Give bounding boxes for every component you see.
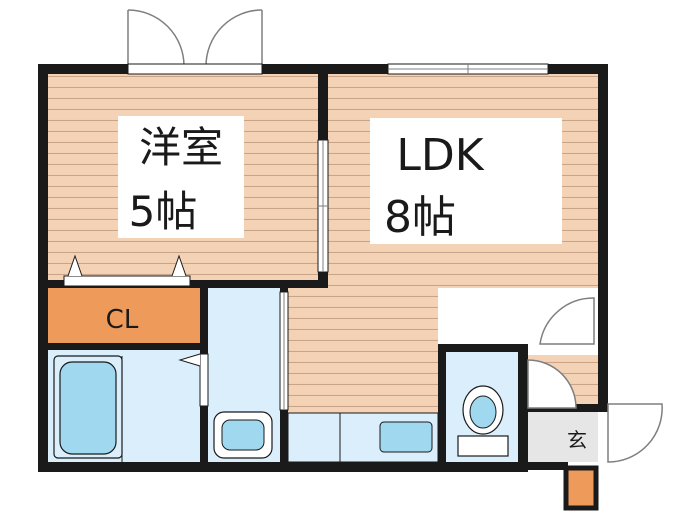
bath-door	[178, 353, 209, 407]
closet-area	[48, 288, 200, 343]
ldk-size: 8帖	[384, 192, 456, 243]
ldk-name: LDK	[396, 130, 484, 181]
western-room-size: 5帖	[129, 187, 198, 236]
western-room-label-box	[118, 116, 244, 238]
window	[387, 63, 549, 75]
kitchen	[287, 412, 439, 463]
toilet	[457, 385, 509, 457]
balcony-doors	[127, 9, 263, 67]
bathtub	[53, 355, 123, 462]
entrance-label: 玄	[567, 428, 587, 452]
washroom-sliding-door	[279, 291, 289, 411]
entrance-step	[563, 465, 599, 511]
entrance-floor	[528, 412, 598, 462]
ldk-label-box	[370, 118, 562, 244]
door-swings	[527, 297, 663, 463]
ldk-lower-floor	[288, 288, 438, 413]
closet-label: CL	[106, 305, 139, 335]
western-room-name: 洋室	[139, 123, 223, 172]
balcony-opening	[127, 63, 263, 75]
sliding-door	[317, 139, 329, 273]
closet-door	[63, 254, 191, 287]
wash-basin	[213, 411, 273, 459]
